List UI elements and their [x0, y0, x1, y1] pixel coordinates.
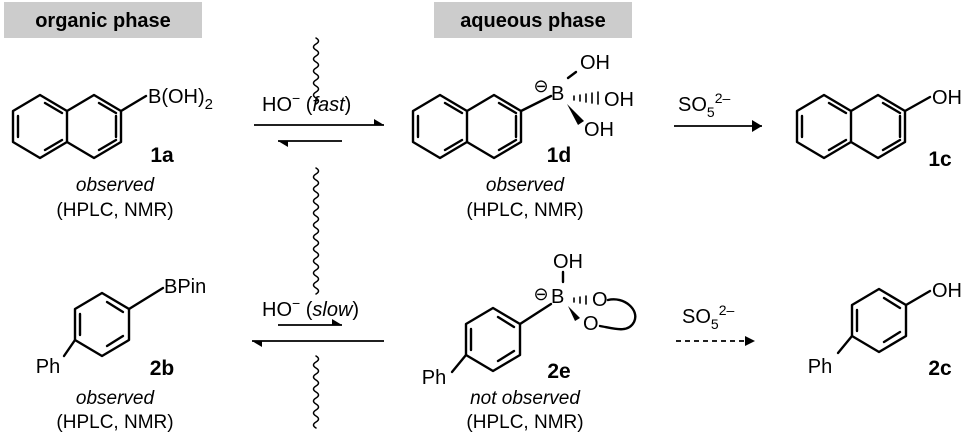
compound-1d: B ⊖ OH OH OH 1d observed (HPLC, NMR): [411, 52, 634, 221]
hydroxy-top-2e: OH: [553, 251, 583, 273]
equilibrium-arrows-top: HO− (fast): [254, 90, 384, 147]
compound-label-1c: 1c: [928, 148, 952, 171]
wedge-bond-2e: [568, 306, 580, 321]
phenyl-group-2b: Ph: [36, 356, 60, 378]
charge-2e: ⊖: [533, 284, 548, 304]
reagent-top-eq: HO− (fast): [262, 90, 351, 116]
c-ph-bond-2c: [836, 334, 854, 355]
compound-2c: OH Ph 2c: [808, 280, 962, 380]
status-note-1a: observed: [76, 175, 156, 196]
compound-2b: BPin Ph 2b observed (HPLC, NMR): [36, 276, 206, 433]
phase-boundary-middle: [312, 167, 320, 295]
compound-label-1d: 1d: [547, 144, 572, 167]
status-note-2b: observed: [76, 388, 156, 409]
charge-1d: ⊖: [533, 76, 548, 96]
hydroxy-right-1d: OH: [604, 89, 634, 111]
status-note-1d: observed: [486, 175, 566, 196]
boron-atom-2e: B: [551, 286, 564, 308]
hashed-bond-1d: [573, 91, 599, 105]
method-note-2e: (HPLC, NMR): [466, 412, 583, 433]
c-o-bond-1c: [903, 95, 932, 113]
oxidation-arrow-top: SO52–: [674, 90, 762, 132]
phenyl-group-2e: Ph: [422, 367, 446, 389]
method-note-1d: (HPLC, NMR): [466, 200, 583, 221]
compound-1a: B(OH)2 1a observed (HPLC, NMR): [11, 86, 213, 221]
pinacol-ring-2e: [598, 298, 637, 331]
hashed-bond-2e: [573, 295, 587, 305]
naphthalene-ring-1d: [411, 93, 523, 160]
compound-1c: OH 1c: [795, 87, 962, 171]
hydroxy-bottom-1d: OH: [584, 119, 614, 141]
method-note-2b: (HPLC, NMR): [56, 412, 173, 433]
c-b-bond-2b: [127, 286, 165, 311]
method-note-1a: (HPLC, NMR): [56, 200, 173, 221]
equilibrium-arrows-bottom: HO− (slow): [252, 295, 384, 347]
status-note-2e: not observed: [470, 388, 581, 409]
reagent-bottom-ox: SO52–: [682, 302, 734, 332]
compound-label-1a: 1a: [150, 144, 174, 167]
compound-label-2e: 2e: [547, 360, 570, 383]
naphthalene-ring-1c: [795, 93, 907, 160]
c-o-bond-2c: [904, 289, 932, 307]
hydroxy-group-2c: OH: [932, 280, 962, 302]
reagent-bottom-eq: HO− (slow): [262, 295, 359, 321]
c-b-bond-2e: [518, 302, 553, 326]
aqueous-phase-header: aqueous phase: [460, 10, 606, 32]
phase-boundary-top: [312, 37, 320, 105]
compound-label-2c: 2c: [928, 357, 952, 380]
c-ph-bond-2e: [450, 353, 468, 374]
compound-label-2b: 2b: [150, 357, 175, 380]
benzene-ring-2c: [850, 287, 908, 354]
c-b-bond-1d: [519, 94, 553, 113]
c-ph-bond-2b: [62, 338, 77, 358]
benzene-ring-2b: [73, 291, 131, 358]
phase-boundary-bottom: [312, 355, 320, 429]
wedge-bond-1d: [567, 104, 584, 125]
oxygen-1-2e: O: [592, 289, 608, 311]
phenyl-group-2c: Ph: [808, 356, 832, 378]
organic-phase-header-bg: [4, 2, 202, 38]
hydroxy-top-1d: OH: [580, 52, 610, 74]
oxidation-arrow-bottom: SO52–: [676, 302, 755, 346]
organic-phase-header: organic phase: [35, 10, 171, 32]
naphthalene-ring-1a: [11, 93, 123, 160]
boron-atom-1d: B: [551, 83, 564, 105]
benzene-ring-2e: [464, 306, 522, 373]
oxygen-2-2e: O: [583, 313, 599, 335]
c-b-bond-1a: [119, 94, 148, 113]
reagent-top-ox: SO52–: [678, 90, 730, 120]
bpin-group-2b: BPin: [164, 276, 206, 298]
hydroxy-group-1c: OH: [932, 87, 962, 109]
aqueous-phase-header-bg: [434, 2, 632, 38]
compound-2e: B ⊖ OH O O Ph 2e not observed (HPLC, NMR…: [422, 251, 637, 433]
boronic-acid-group-1a: B(OH)2: [148, 86, 213, 113]
